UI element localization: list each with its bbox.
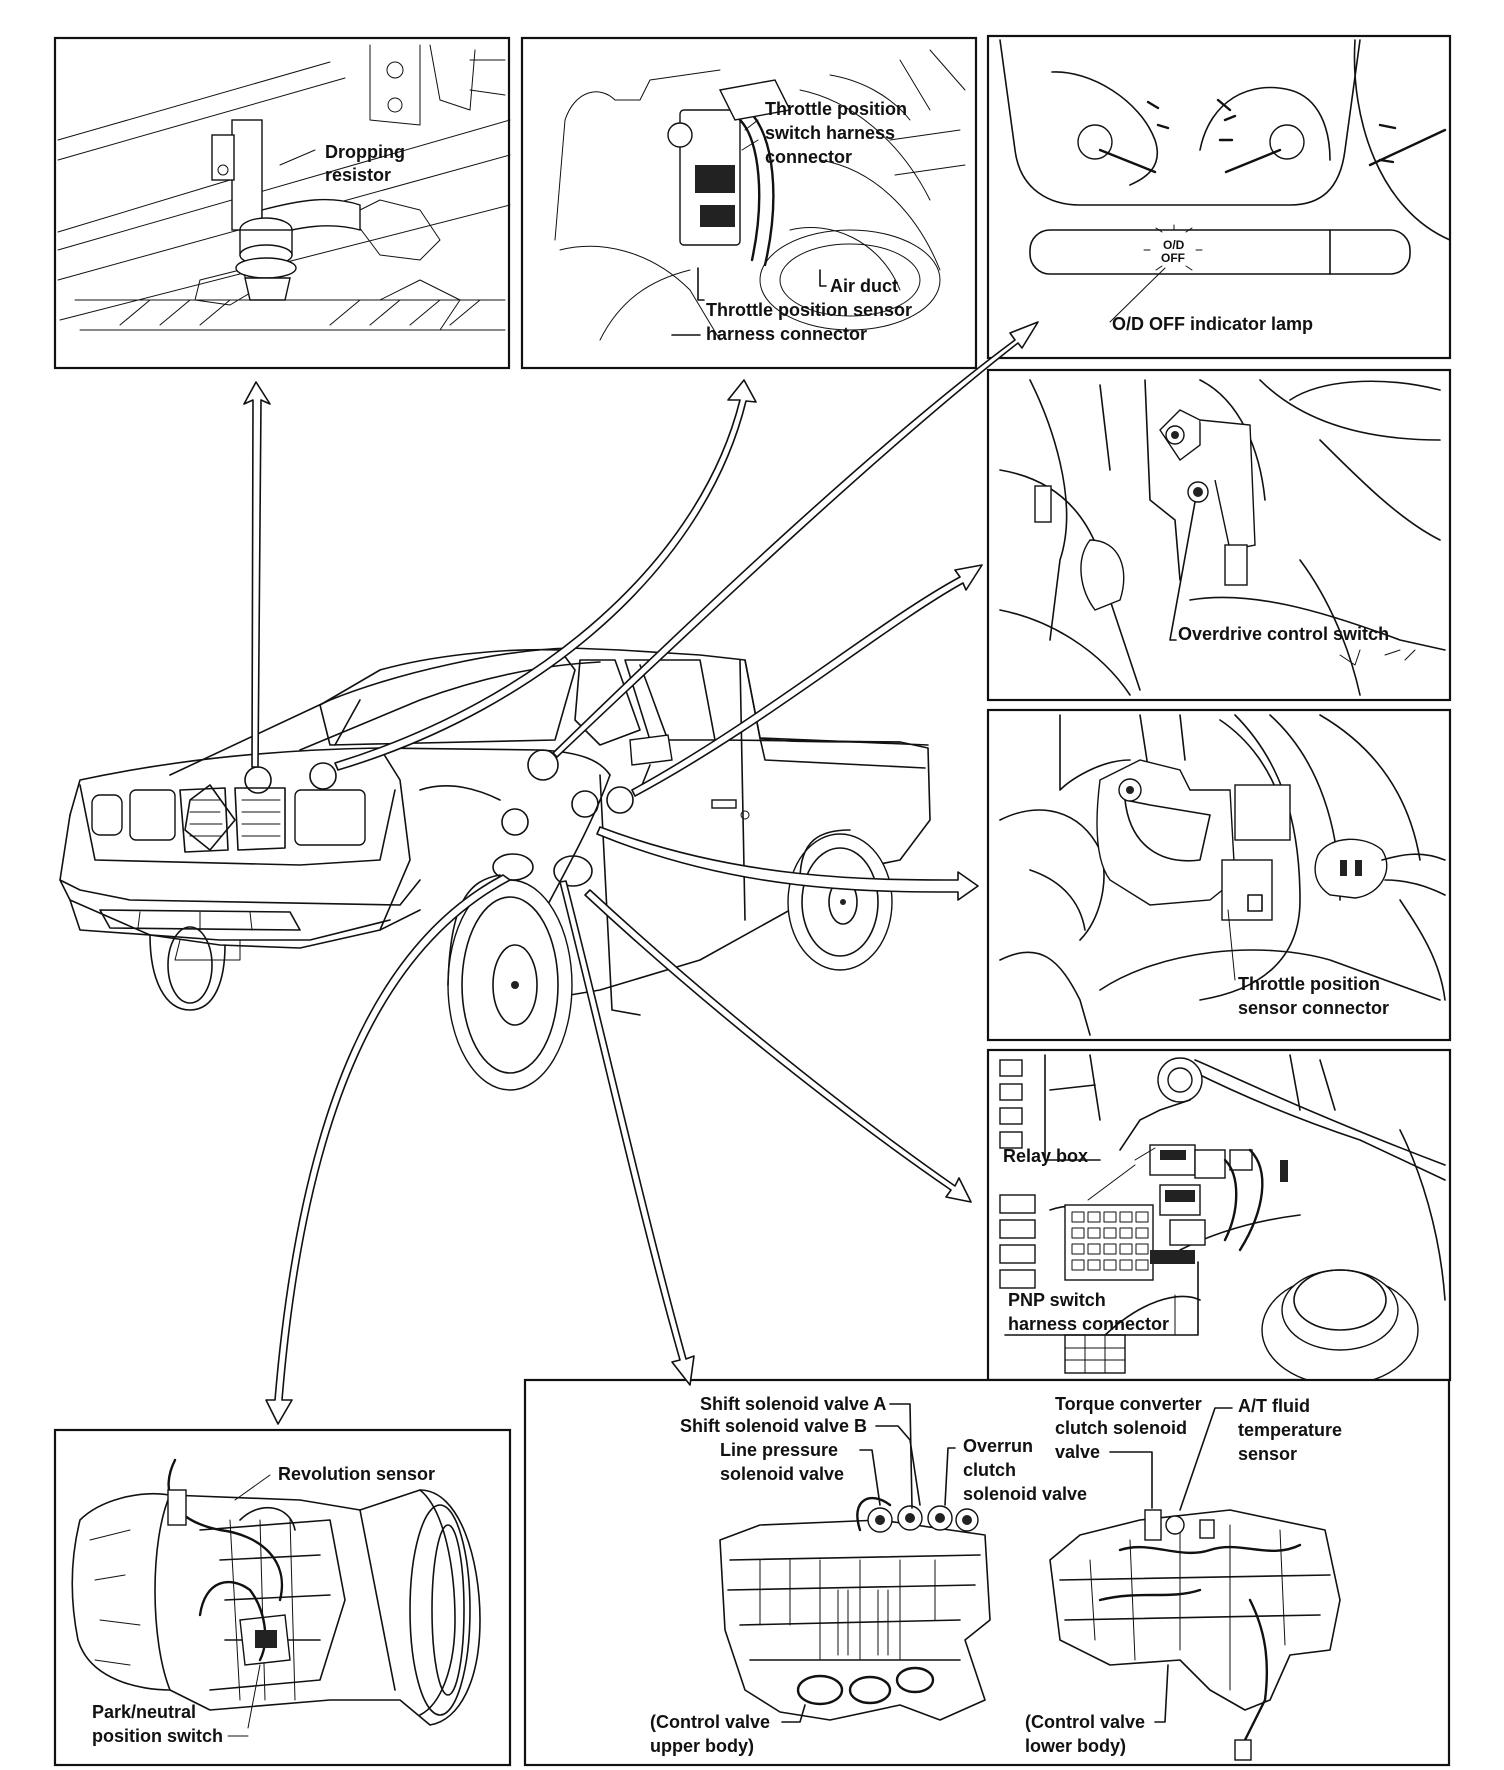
panel-od-off-indicator: O/D OFF O/D OFF indicator lamp bbox=[986, 34, 1452, 360]
pickup-truck-illustration bbox=[59, 647, 931, 1091]
label-line-pressure-1: Line pressure bbox=[720, 1440, 838, 1460]
instrument-cluster bbox=[999, 39, 1451, 275]
label-od-off-indicator: O/D OFF indicator lamp bbox=[1112, 314, 1313, 334]
throttle-switch-connector-part bbox=[667, 79, 792, 267]
panel-dropping-resistor: Dropping resistor bbox=[53, 36, 511, 370]
label-tps-switch-1: Throttle position bbox=[765, 99, 907, 119]
tps-sensor-body bbox=[1096, 759, 1291, 921]
reservoir-cap bbox=[1261, 1269, 1419, 1386]
dropping-resistor-part bbox=[211, 119, 361, 301]
label-tcc-2: clutch solenoid bbox=[1055, 1418, 1187, 1438]
label-overrun-3: solenoid valve bbox=[963, 1484, 1087, 1504]
label-tps-switch-2: switch harness bbox=[765, 123, 895, 143]
od-off-lamp: O/D OFF bbox=[1143, 224, 1203, 271]
label-tps-connector-2: sensor connector bbox=[1238, 998, 1389, 1018]
pnp-harness-connectors bbox=[1149, 1144, 1288, 1264]
label-tps-sensor-harness-2: harness connector bbox=[706, 324, 867, 344]
label-relay-box: Relay box bbox=[1003, 1146, 1088, 1166]
label-overdrive-control-switch: Overdrive control switch bbox=[1178, 624, 1389, 644]
panel-revolution-sensor: Revolution sensor Park/neutral position … bbox=[53, 1428, 512, 1767]
label-lower-body-2: lower body) bbox=[1025, 1736, 1126, 1756]
label-lower-body-1: (Control valve bbox=[1025, 1712, 1145, 1732]
label-upper-body-1: (Control valve bbox=[650, 1712, 770, 1732]
upper-solenoids bbox=[856, 1496, 979, 1533]
label-tps-connector-1: Throttle position bbox=[1238, 974, 1380, 994]
label-tcc-3: valve bbox=[1055, 1442, 1100, 1462]
od-lamp-text-1: O/D bbox=[1163, 238, 1185, 252]
label-overrun-2: clutch bbox=[963, 1460, 1016, 1480]
label-tcc-1: Torque converter bbox=[1055, 1394, 1202, 1414]
label-fluid-temp-2: temperature bbox=[1238, 1420, 1342, 1440]
label-shift-solenoid-a: Shift solenoid valve A bbox=[700, 1394, 886, 1414]
label-shift-solenoid-b: Shift solenoid valve B bbox=[680, 1416, 867, 1436]
control-valve-lower-body bbox=[1049, 1509, 1341, 1761]
control-valve-upper-body bbox=[719, 1496, 991, 1721]
label-overrun-1: Overrun bbox=[963, 1436, 1033, 1456]
label-upper-body-2: upper body) bbox=[650, 1736, 754, 1756]
transmission-part bbox=[71, 1458, 481, 1726]
label-air-duct: Air duct bbox=[830, 276, 898, 296]
front-wheel bbox=[447, 874, 573, 1091]
fuse-blocks-left bbox=[999, 1059, 1036, 1289]
label-park-neutral-1: Park/neutral bbox=[92, 1702, 196, 1722]
tps-connector-plug bbox=[1314, 838, 1446, 899]
panel-overdrive-control-switch: Overdrive control switch bbox=[986, 368, 1452, 702]
panel-relay-box-pnp-switch: Relay box PNP switch harness connector bbox=[986, 1048, 1452, 1386]
label-park-neutral-2: position switch bbox=[92, 1726, 223, 1746]
callout-arrows bbox=[243, 321, 1039, 1425]
panel-throttle-position-sensor-connector: Throttle position sensor connector bbox=[986, 708, 1452, 1042]
label-dropping-resistor-2: resistor bbox=[325, 165, 391, 185]
label-revolution-sensor: Revolution sensor bbox=[278, 1464, 435, 1484]
panel-throttle-position-switch: Throttle position switch harness connect… bbox=[520, 36, 978, 370]
label-tps-switch-3: connector bbox=[765, 147, 852, 167]
location-markers bbox=[244, 749, 634, 887]
od-lamp-text-2: OFF bbox=[1161, 251, 1185, 265]
label-fluid-temp-1: A/T fluid bbox=[1238, 1396, 1310, 1416]
label-fluid-temp-3: sensor bbox=[1238, 1444, 1297, 1464]
label-tps-sensor-harness-1: Throttle position sensor bbox=[706, 300, 912, 320]
label-line-pressure-2: solenoid valve bbox=[720, 1464, 844, 1484]
label-pnp-switch-1: PNP switch bbox=[1008, 1290, 1106, 1310]
label-pnp-switch-2: harness connector bbox=[1008, 1314, 1169, 1334]
panel-control-valves: Shift solenoid valve A Shift solenoid va… bbox=[523, 1378, 1451, 1767]
label-dropping-resistor-1: Dropping bbox=[325, 142, 405, 162]
